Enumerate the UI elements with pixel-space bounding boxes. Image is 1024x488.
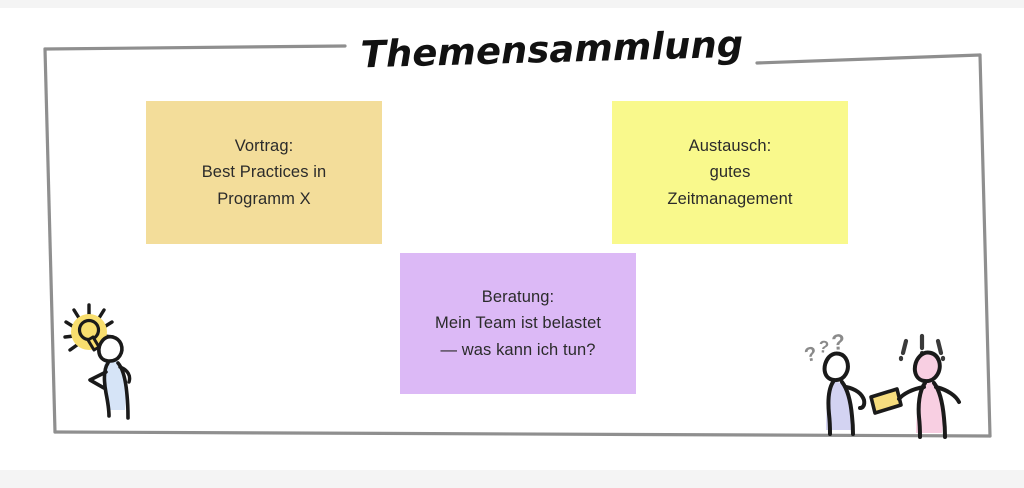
svg-text:?: ?	[831, 329, 846, 355]
note-line: — was kann ich tun?	[440, 340, 596, 359]
note-line: Austausch:	[688, 136, 772, 155]
person-answering-arm-left	[897, 385, 926, 401]
svg-text:?: ?	[818, 337, 830, 357]
sticky-note-beratung-text: Beratung: Mein Team ist belastet — was k…	[414, 284, 622, 363]
person-answering-head	[912, 350, 942, 384]
person-answering-body-fill	[916, 382, 943, 433]
board-title-handwriting: Themensammlung	[360, 23, 744, 77]
person-head	[97, 334, 124, 363]
sticky-note-vortrag[interactable]: Vortrag: Best Practices in Programm X	[146, 101, 382, 244]
note-line: Beratung:	[481, 287, 555, 306]
svg-text:?: ?	[802, 343, 819, 367]
person-asking-torso-left	[826, 380, 835, 436]
two-people-exchanging-note: ? ? ?	[802, 329, 961, 439]
page-band-top	[0, 0, 1024, 8]
note-line: Vortrag:	[234, 136, 294, 155]
question-marks-icon: ? ? ?	[802, 329, 845, 367]
note-line: Best Practices in	[201, 163, 327, 182]
note-line: gutes	[709, 163, 751, 182]
person-arm-right	[118, 365, 132, 384]
note-line: Zeitmanagement	[667, 189, 793, 208]
person-body-fill	[103, 359, 126, 410]
person-asking-torso-right	[840, 380, 855, 436]
person-with-idea-lightbulb	[63, 303, 132, 420]
lightbulb-rays-icon	[63, 303, 115, 352]
person-arm-on-hip	[88, 370, 108, 390]
person-asking-arm	[844, 385, 867, 410]
board-title-text: Themensammlung	[360, 23, 744, 77]
note-line: Programm X	[217, 189, 311, 208]
lightbulb-glow	[71, 314, 107, 350]
note-line: Mein Team ist belastet	[434, 314, 602, 333]
lightbulb-base	[86, 335, 101, 352]
person-answering-arm-right	[934, 385, 961, 404]
handed-note-card	[869, 387, 903, 415]
sticky-note-austausch-text: Austausch: gutes Zeitmanagement	[626, 133, 834, 212]
page-band-bottom	[0, 470, 1024, 488]
sticky-note-vortrag-text: Vortrag: Best Practices in Programm X	[160, 133, 368, 212]
person-answering-torso-right	[932, 381, 947, 439]
person-torso-left	[102, 361, 111, 418]
lightbulb-icon	[77, 318, 101, 342]
person-answering	[897, 350, 961, 439]
sticky-note-austausch[interactable]: Austausch: gutes Zeitmanagement	[612, 101, 848, 244]
exclamation-marks-icon	[898, 333, 946, 362]
board-title: Themensammlung	[352, 18, 752, 80]
person-torso-right	[116, 361, 130, 420]
person-asking-head	[822, 351, 850, 383]
person-asking	[822, 351, 867, 436]
sticky-note-beratung[interactable]: Beratung: Mein Team ist belastet — was k…	[400, 253, 636, 394]
person-answering-torso-left	[916, 381, 927, 439]
person-asking-body-fill	[826, 382, 852, 430]
